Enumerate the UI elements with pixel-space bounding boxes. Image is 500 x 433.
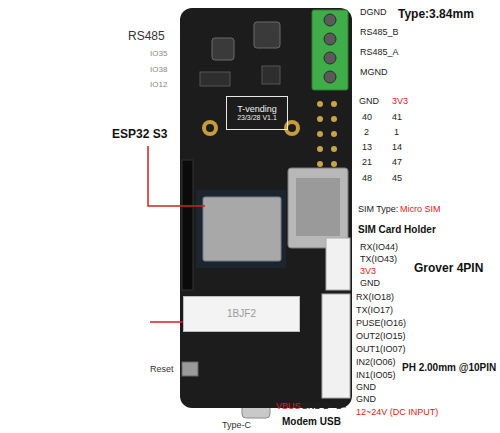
pin-label: GND — [301, 402, 321, 412]
terminal-screw — [324, 33, 336, 45]
grove-connector — [326, 238, 350, 290]
pin-label: GND — [356, 395, 376, 405]
pin-label: 3V3 — [392, 97, 408, 107]
fpc-connector: 1BJF2 — [183, 296, 300, 332]
pin-label: RS485_A — [360, 48, 399, 58]
terminal-block — [312, 10, 348, 90]
pin-label: 12~24V (DC INPUT) — [356, 408, 438, 418]
pin-label: 13 — [362, 143, 372, 153]
sim-holder — [296, 178, 340, 236]
pin-label: TX(IO43) — [360, 255, 397, 265]
mounting-hole — [202, 120, 218, 136]
pin-label: 48 — [362, 174, 372, 184]
inductor — [254, 22, 280, 48]
pin-label: SIM Type: — [358, 205, 398, 215]
terminal-screw — [324, 52, 336, 64]
pin-label: IO38 — [150, 66, 167, 75]
header-pad — [317, 116, 323, 122]
esp32-module — [196, 190, 286, 268]
pin-label: IN2(IO06) — [356, 358, 396, 368]
pin-label: GND — [356, 383, 376, 393]
pin-header — [182, 160, 193, 290]
part-label: Grover 4PIN — [414, 262, 483, 275]
pin-label: 47 — [392, 158, 402, 168]
section-label: RS485 — [128, 30, 165, 43]
mounting-hole — [284, 120, 300, 136]
mounting-hole — [288, 124, 296, 132]
inductor — [212, 38, 234, 60]
header-pad — [331, 161, 337, 167]
node-text: 23/3/28 V1.1 — [237, 114, 277, 122]
pcb — [180, 8, 352, 408]
part-label: SIM Card Holder — [358, 224, 436, 235]
pin-label: PUSE(IO16) — [356, 319, 406, 329]
pin-label: IO35 — [150, 50, 167, 59]
pin-label: GND — [360, 279, 380, 289]
mounting-hole — [206, 124, 214, 132]
esp32-shield — [203, 197, 281, 261]
header-pad — [317, 101, 323, 107]
sim-holder — [288, 168, 348, 248]
pin-label: D+ — [336, 402, 348, 412]
pin-label: MGND — [360, 68, 388, 78]
part-label: Modem USB — [282, 416, 341, 427]
terminal-screw — [324, 14, 336, 26]
pin-label: RX(IO18) — [356, 293, 394, 303]
part-label: PH 2.00mm @10PIN — [402, 362, 496, 373]
pin-label: 2 — [364, 128, 369, 138]
pin-label: TX(IO17) — [356, 306, 393, 316]
ic-chip — [200, 72, 230, 86]
pin-label: 41 — [392, 113, 402, 123]
pin-label: RS485_B — [360, 28, 399, 38]
terminal-screw — [324, 71, 336, 83]
part-label: Type:3.84mm — [398, 8, 474, 21]
pin-label: DGND — [360, 8, 387, 18]
pin-label: VBUS — [276, 402, 301, 412]
pin-label: 21 — [362, 158, 372, 168]
header-pad — [331, 101, 337, 107]
ic-chip — [262, 66, 280, 84]
part-label: Reset — [150, 365, 174, 375]
pin-label: 14 — [392, 143, 402, 153]
pin-label: D- — [323, 402, 333, 412]
pin-label: IN1(IO05) — [356, 371, 396, 381]
pin-label: IO12 — [150, 81, 167, 90]
pin-label: OUT1(IO07) — [356, 345, 406, 355]
header-pad — [331, 116, 337, 122]
header-pad — [317, 131, 323, 137]
pin-label: 3V3 — [360, 267, 376, 277]
header-pad — [331, 131, 337, 137]
pin-label: 40 — [362, 113, 372, 123]
pin-label: Micro SIM — [400, 205, 441, 215]
leader-line — [148, 146, 205, 206]
pin-label: RX(IO44) — [360, 243, 398, 253]
silkscreen-box: T-vending23/3/28 V1.1 — [226, 96, 288, 130]
header-pad — [331, 146, 337, 152]
node-text: T-vending — [237, 104, 277, 114]
part-label: ESP32 S3 — [112, 128, 167, 141]
pin-label: GND — [359, 97, 379, 107]
ph-connector — [322, 294, 350, 398]
header-pad — [317, 161, 323, 167]
pin-label: OUT2(IO15) — [356, 332, 406, 342]
header-pad — [317, 146, 323, 152]
reset-button — [182, 362, 198, 376]
pin-label: 1 — [394, 128, 399, 138]
part-label: Type-C — [222, 421, 251, 431]
pin-label: 45 — [392, 174, 402, 184]
node-text: 1BJF2 — [227, 308, 256, 320]
